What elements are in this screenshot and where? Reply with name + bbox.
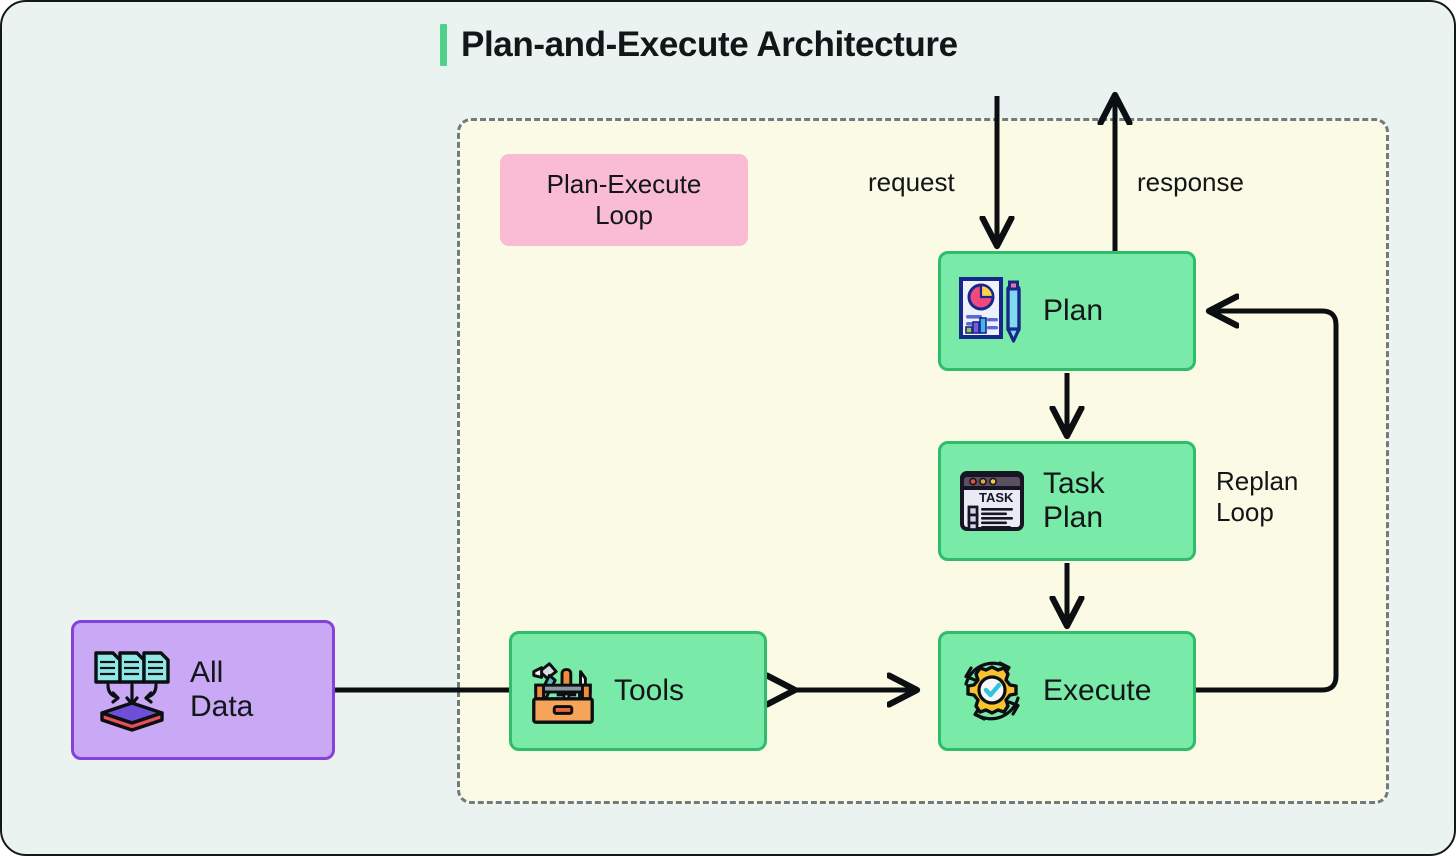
node-task-plan[interactable]: TASK Task Plan [938,441,1196,561]
gear-check-refresh-icon [955,651,1029,731]
task-checklist-window-icon: TASK [955,461,1029,541]
plan-execute-loop-badge: Plan-Execute Loop [500,154,748,246]
title-accent-bar [440,24,447,66]
node-task-plan-label: Task Plan [1043,467,1105,534]
edge-label-replan-loop: Replan Loop [1216,466,1299,527]
node-tools[interactable]: Tools [509,631,767,751]
document-chart-pen-icon [955,271,1029,351]
node-plan[interactable]: Plan [938,251,1196,371]
node-execute[interactable]: Execute [938,631,1196,751]
page-title-text: Plan-and-Execute Architecture [461,25,958,64]
page-title: Plan-and-Execute Architecture [440,24,958,66]
node-all-data[interactable]: All Data [71,620,335,760]
toolbox-icon [526,651,600,731]
documents-to-datastore-icon [88,645,176,735]
node-all-data-label: All Data [190,656,254,723]
task-icon-heading: TASK [979,490,1014,505]
node-execute-label: Execute [1043,674,1152,708]
node-plan-label: Plan [1043,294,1104,328]
edge-label-response: response [1137,167,1244,197]
edge-label-request: request [868,167,955,197]
node-tools-label: Tools [614,674,685,708]
